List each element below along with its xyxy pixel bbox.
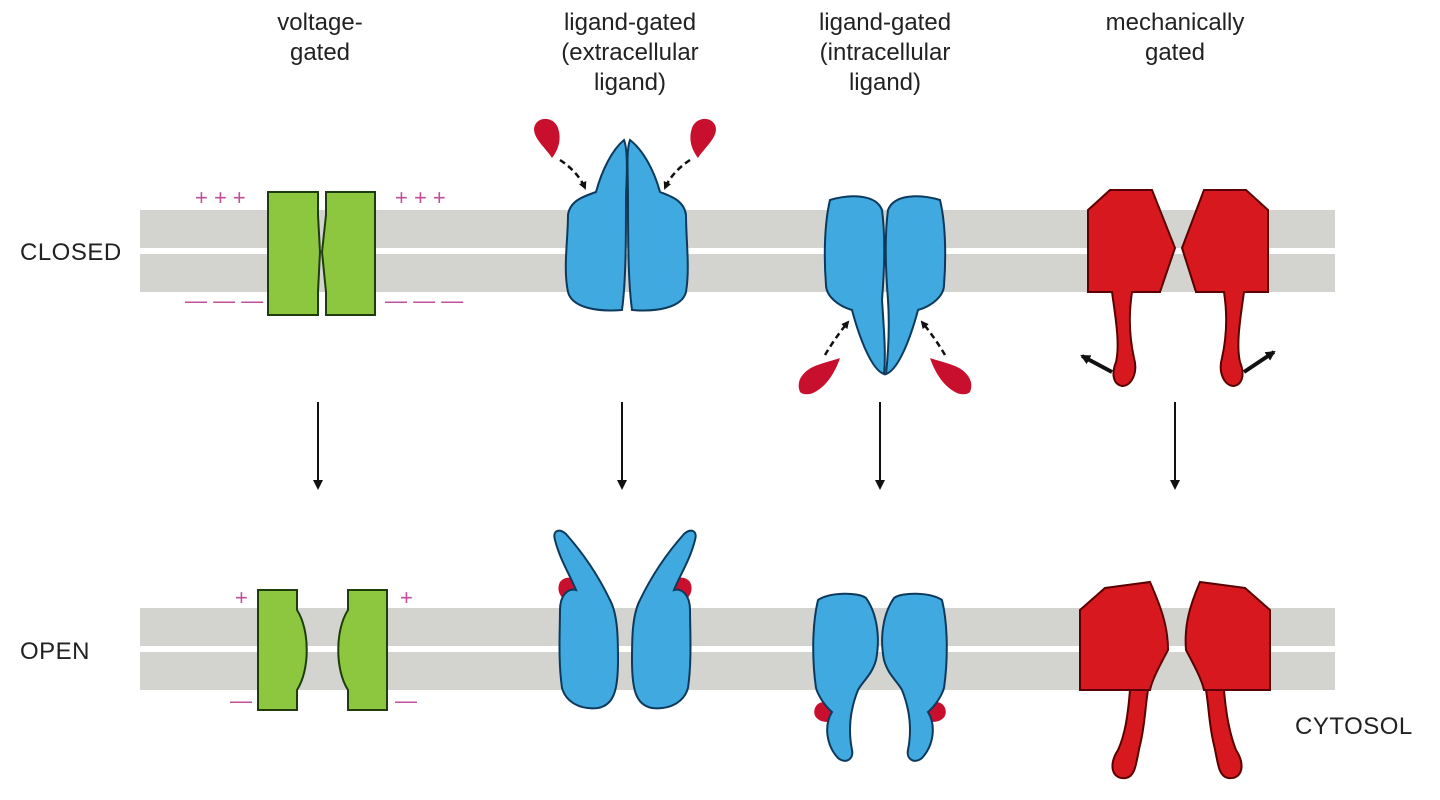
intracellular-ligand-closed <box>798 358 972 395</box>
ligand-binding-arrow-right <box>663 158 691 190</box>
tension-arrow-left <box>1080 354 1113 374</box>
column-title-voltage-gated: voltage- gated <box>277 9 363 66</box>
charge-plus-open-right: + <box>400 585 413 610</box>
transition-arrows <box>313 402 1180 490</box>
mechanical-channel-open <box>1079 580 1271 780</box>
column-title-ligand-gated-extracellular: ligand-gated (extracellular ligand) <box>561 9 699 96</box>
voltage-channel-open <box>257 589 388 711</box>
cytosol-label: CYTOSOL <box>1295 713 1413 740</box>
intra-ligand-arrow-right <box>920 320 947 356</box>
ligand-binding-arrow-left <box>559 158 587 190</box>
charge-minus-left: — — — <box>185 288 263 313</box>
ligand-extra-channel-open <box>553 529 697 710</box>
ligand-intra-channel-closed <box>823 195 947 376</box>
column-title-mechanically-gated: mechanically gated <box>1105 9 1245 66</box>
mechanical-channel-closed <box>1087 189 1269 388</box>
charge-minus-open-right: — <box>395 688 417 713</box>
column-title-ligand-gated-intracellular: ligand-gated (intracellular ligand) <box>818 9 952 96</box>
voltage-channel-closed <box>267 191 376 316</box>
row-label-closed: CLOSED <box>20 239 122 266</box>
charge-plus-left: + + + <box>195 185 246 210</box>
ligand-intra-channel-open <box>812 592 948 762</box>
extracellular-ligand-closed <box>534 118 716 158</box>
charge-plus-open-left: + <box>235 585 248 610</box>
intra-ligand-arrow-left <box>823 320 850 356</box>
tension-arrow-right <box>1242 350 1276 374</box>
charge-plus-right: + + + <box>395 185 446 210</box>
ligand-extra-channel-closed <box>564 138 689 312</box>
charge-minus-right: — — — <box>385 288 463 313</box>
row-label-open: OPEN <box>20 638 91 665</box>
charge-minus-open-left: — <box>230 688 252 713</box>
